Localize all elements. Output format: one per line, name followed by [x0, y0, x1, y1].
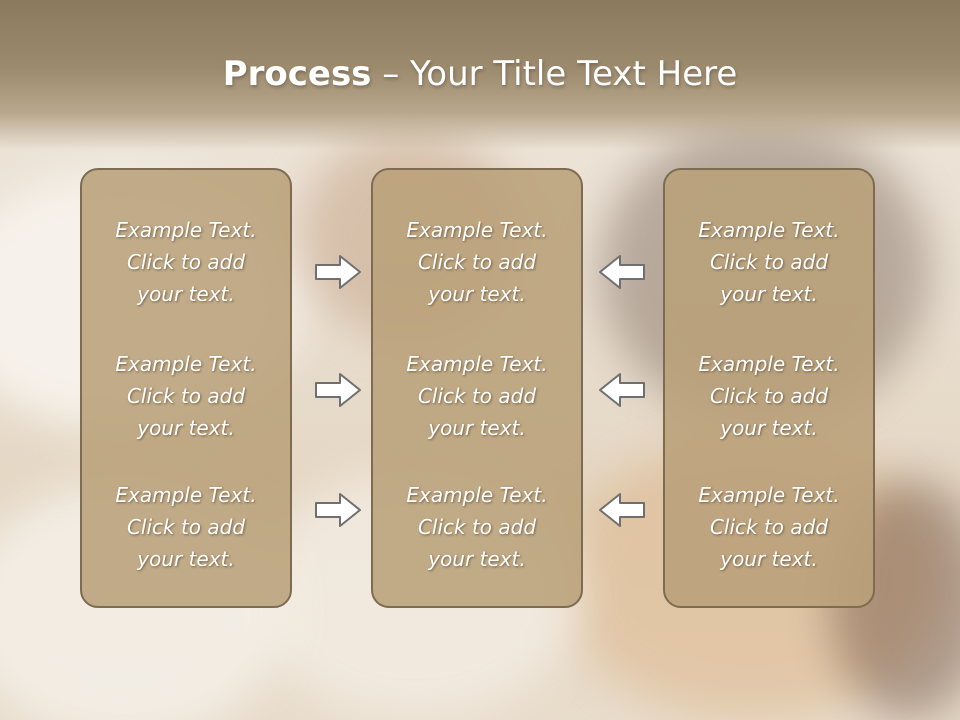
panel-text[interactable]: Example Text. Click to add your text.: [115, 483, 257, 571]
panel-center[interactable]: Example Text. Click to add your text. Ex…: [371, 168, 583, 608]
arrow-right-icon: [315, 373, 361, 407]
arrow-left-icon: [599, 255, 645, 289]
panel-text[interactable]: Example Text. Click to add your text.: [406, 352, 548, 440]
panel-right[interactable]: Example Text. Click to add your text. Ex…: [663, 168, 875, 608]
header-band: [0, 0, 960, 150]
panel-text[interactable]: Example Text. Click to add your text.: [698, 218, 840, 306]
arrow-right-icon: [315, 255, 361, 289]
panel-text[interactable]: Example Text. Click to add your text.: [406, 483, 548, 571]
panel-text[interactable]: Example Text. Click to add your text.: [406, 218, 548, 306]
arrow-right-icon: [315, 493, 361, 527]
title-rest: – Your Title Text Here: [371, 54, 738, 94]
panel-text[interactable]: Example Text. Click to add your text.: [698, 352, 840, 440]
arrow-left-icon: [599, 493, 645, 527]
slide-title[interactable]: Process – Your Title Text Here: [0, 52, 960, 96]
panel-text[interactable]: Example Text. Click to add your text.: [115, 218, 257, 306]
panel-left[interactable]: Example Text. Click to add your text. Ex…: [80, 168, 292, 608]
title-bold: Process: [222, 54, 372, 94]
arrow-left-icon: [599, 373, 645, 407]
panel-text[interactable]: Example Text. Click to add your text.: [115, 352, 257, 440]
panel-text[interactable]: Example Text. Click to add your text.: [698, 483, 840, 571]
